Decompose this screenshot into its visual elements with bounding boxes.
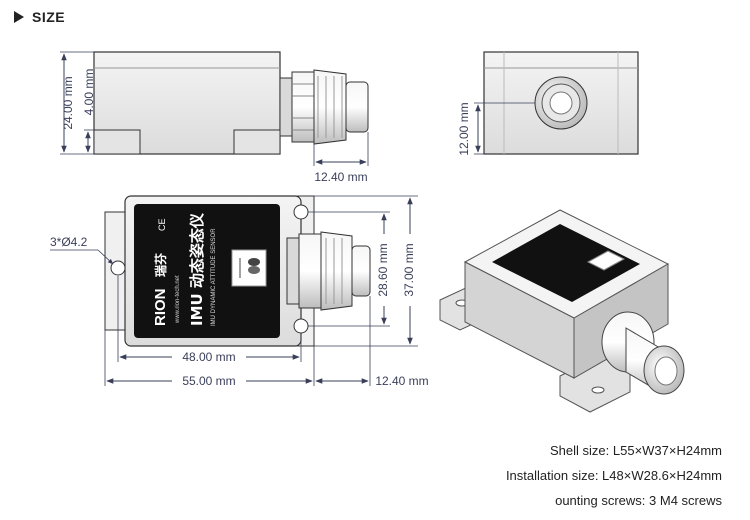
- hole-dimension-label: 3*Ø4.2: [50, 235, 88, 249]
- mount-hole-bottom-right: [293, 318, 309, 334]
- spec-shell-size: Shell size: L55×W37×H24mm: [550, 443, 722, 458]
- side-height-dimension-label: 12.00 mm: [457, 102, 471, 155]
- gland-cap: [313, 69, 347, 145]
- hole-leader-line: [97, 249, 114, 265]
- side-view: 24.00 mm 4.00 mm 12.40 mm: [60, 51, 369, 184]
- gland-base: [279, 77, 293, 137]
- product-label: [134, 204, 280, 338]
- connector-dimension-label: 12.40 mm: [314, 170, 367, 184]
- axis-icon: [248, 258, 260, 266]
- section-heading: SIZE: [14, 9, 65, 25]
- gland-seal: [345, 81, 369, 133]
- label-product-cn: IMU 动态姿态仪: [188, 212, 206, 326]
- gland-center: [549, 91, 573, 115]
- mount-hole-top-right: [293, 204, 309, 220]
- top-gland-base: [286, 237, 300, 305]
- label-product-en: IMU DYNAMIC ATTITUDE SENSOR: [211, 228, 217, 326]
- gland-nut: [291, 71, 315, 143]
- iso-label: [492, 224, 640, 302]
- spec-list: Shell size: L55×W37×H24mm Installation s…: [506, 438, 722, 513]
- spec-mounting-screws: ounting screws: 3 M4 screws: [555, 493, 722, 508]
- top-view: RION 瑞芬 www.rion-tech.net IMU 动态姿态仪 IMU …: [50, 195, 429, 388]
- iso-axis-box: [586, 250, 626, 271]
- isometric-view: [439, 209, 685, 413]
- mount-flange-right: [233, 129, 281, 155]
- ce-mark: CE: [157, 218, 167, 231]
- label-website: www.rion-tech.net: [175, 275, 181, 324]
- mount-hole-left: [110, 260, 126, 276]
- mount-flange-left: [93, 129, 141, 155]
- top-gland-cap: [320, 231, 353, 311]
- hole-pitch-width-label: 28.60 mm: [376, 243, 390, 296]
- width-dimension-label: 37.00 mm: [402, 243, 416, 296]
- spec-installation-size: Installation size: L48×W28.6×H24mm: [505, 468, 722, 483]
- end-view: 12.00 mm: [457, 51, 639, 156]
- section-title: SIZE: [32, 9, 66, 25]
- label-brand-cn: 瑞芬: [153, 252, 168, 277]
- top-gland-nut: [298, 233, 322, 309]
- play-triangle-icon: [14, 11, 24, 23]
- connector-2-dimension-label: 12.40 mm: [375, 374, 428, 388]
- label-brand: RION: [152, 289, 169, 327]
- height-dimension-label: 24.00 mm: [61, 76, 75, 129]
- hole-pitch-length-label: 48.00 mm: [182, 350, 235, 364]
- length-dimension-label: 55.00 mm: [182, 374, 235, 388]
- top-gland-seal: [351, 245, 371, 297]
- base-height-dimension-label: 4.00 mm: [82, 69, 96, 116]
